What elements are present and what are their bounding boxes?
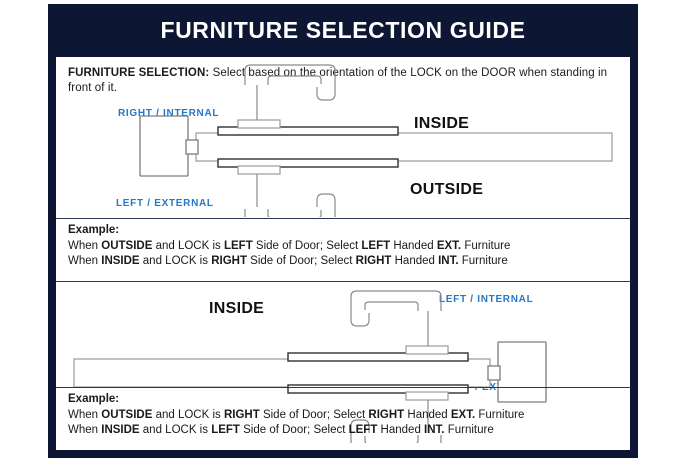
ex-t1-b3: LEFT xyxy=(361,239,391,252)
divider-bottom xyxy=(56,387,630,388)
ex-b1-p3: Side of Door; Select xyxy=(259,408,369,421)
ex-b1-p4: Handed xyxy=(404,408,451,421)
ex-b2-p2: and LOCK is xyxy=(139,424,212,436)
ex-t2-p3: Side of Door; Select xyxy=(246,255,356,267)
ex-t2-p2: and LOCK is xyxy=(139,255,212,267)
door-leaf-bottom xyxy=(73,358,491,388)
lock-latch-top xyxy=(185,139,199,155)
escutcheon-inside-top xyxy=(217,126,399,136)
lock-case-top xyxy=(139,115,189,177)
ex-t2-b3: RIGHT xyxy=(355,255,392,267)
rose-outside-bottom xyxy=(405,391,449,401)
lever-outside-inner-top xyxy=(267,209,322,217)
ex-b2-b1: INSIDE xyxy=(101,424,140,436)
example-bottom-line-2: When INSIDE and LOCK is LEFT Side of Doo… xyxy=(68,423,628,439)
lever-inside-outer-top xyxy=(244,64,336,101)
ex-t2-b2: RIGHT xyxy=(211,255,247,267)
ex-t2-b4: INT. xyxy=(438,255,459,267)
ex-b1-p5: Furniture xyxy=(475,408,525,421)
lever-inside-outer-bottom xyxy=(350,290,442,327)
ex-b2-p4: Handed xyxy=(377,424,425,436)
example-top-line-2: When INSIDE and LOCK is RIGHT Side of Do… xyxy=(68,254,628,270)
diagram-bottom-label-inside: INSIDE xyxy=(209,300,265,317)
ex-t1-p4: Handed xyxy=(390,239,437,252)
lever-outside-outer-bottom xyxy=(350,419,442,443)
escutcheon-outside-top xyxy=(217,158,399,168)
example-bottom: Example: When OUTSIDE and LOCK is RIGHT … xyxy=(68,392,628,439)
lever-outside-inner-bottom xyxy=(364,435,419,443)
diagram-top-label-outside: OUTSIDE xyxy=(410,181,484,198)
ex-b2-p5: Furniture xyxy=(444,424,494,436)
intro-lead: FURNITURE SELECTION: xyxy=(68,67,210,79)
ex-t2-b1: INSIDE xyxy=(101,255,140,267)
ex-t1-b2: LEFT xyxy=(223,239,253,252)
lever-inside-inner-bottom xyxy=(364,301,419,311)
example-top-heading: Example: xyxy=(68,224,120,236)
diagram-top-label-right-internal: RIGHT / INTERNAL xyxy=(118,108,220,119)
example-bottom-heading: Example: xyxy=(68,393,120,405)
ex-t1-b4: EXT. xyxy=(436,239,462,252)
example-top-line-1: When OUTSIDE and LOCK is LEFT Side of Do… xyxy=(68,239,628,255)
lever-inside-inner-top xyxy=(267,75,322,85)
ex-t1-p5: Furniture xyxy=(461,239,511,252)
diagram-top-label-inside: INSIDE xyxy=(414,115,470,132)
example-top: Example: When OUTSIDE and LOCK is LEFT S… xyxy=(68,223,628,270)
ex-t1-p1: When xyxy=(68,239,102,252)
furniture-selection-guide-frame: FURNITURE SELECTION GUIDE FURNITURE SELE… xyxy=(48,4,638,458)
ex-t1-b1: OUTSIDE xyxy=(101,239,153,252)
divider-middle xyxy=(56,281,630,282)
divider-top xyxy=(56,218,630,219)
rose-inside-top xyxy=(237,119,281,129)
diagram-top-label-left-external: LEFT / EXTERNAL xyxy=(116,198,214,209)
ex-b2-b3: LEFT xyxy=(348,424,378,436)
rose-inside-bottom xyxy=(405,345,449,355)
ex-b1-p2: and LOCK is xyxy=(152,408,224,421)
ex-b1-b4: EXT. xyxy=(450,408,476,421)
guide-body: FURNITURE SELECTION: Select based on the… xyxy=(56,57,630,450)
ex-b2-p1: When xyxy=(68,424,102,436)
ex-b2-p3: Side of Door; Select xyxy=(239,424,349,436)
ex-b1-b1: OUTSIDE xyxy=(101,408,153,421)
rose-outside-top xyxy=(237,165,281,175)
intro-paragraph: FURNITURE SELECTION: Select based on the… xyxy=(68,66,624,96)
ex-t2-p5: Furniture xyxy=(458,255,508,267)
ex-b1-p1: When xyxy=(68,408,102,421)
ex-t1-p3: Side of Door; Select xyxy=(252,239,362,252)
lever-outside-outer-top xyxy=(244,193,336,217)
ex-b1-b2: RIGHT xyxy=(223,408,260,421)
escutcheon-outside-bottom xyxy=(287,384,469,394)
ex-b1-b3: RIGHT xyxy=(368,408,405,421)
ex-t2-p1: When xyxy=(68,255,102,267)
example-bottom-line-1: When OUTSIDE and LOCK is RIGHT Side of D… xyxy=(68,408,628,424)
ex-t2-p4: Handed xyxy=(391,255,439,267)
lock-latch-bottom xyxy=(487,365,501,381)
door-leaf-top xyxy=(195,132,613,162)
diagram-bottom-label-left-internal: LEFT / INTERNAL xyxy=(439,294,534,305)
escutcheon-inside-bottom xyxy=(287,352,469,362)
ex-b2-b2: LEFT xyxy=(211,424,240,436)
page-title: FURNITURE SELECTION GUIDE xyxy=(160,17,526,43)
ex-t1-p2: and LOCK is xyxy=(152,239,224,252)
diagram-top-drawing xyxy=(139,64,613,217)
ex-b2-b4: INT. xyxy=(424,424,445,436)
